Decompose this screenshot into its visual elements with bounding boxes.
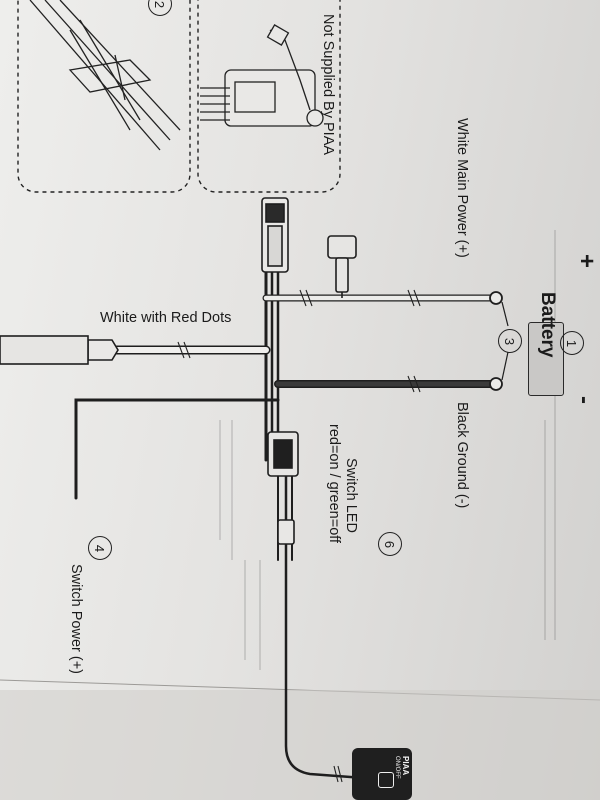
- callout-battery: 1: [560, 331, 584, 355]
- break-marks: [177, 289, 421, 783]
- ring-terminal-power: [489, 291, 503, 305]
- label-switch-led-colors: red=on / green=off: [326, 424, 342, 544]
- callout-leaders: [501, 301, 509, 381]
- zip-tie-drawing: [29, 0, 181, 151]
- inset-zip-tie-panel: [17, 0, 191, 193]
- switch-button: [378, 772, 394, 788]
- switch-onoff-text: ON/OFF: [394, 756, 400, 779]
- wire-sheath: [0, 335, 119, 365]
- label-black-ground: Black Ground (-): [454, 402, 470, 509]
- battery-label: Battery: [537, 292, 558, 358]
- plus-sign: +: [573, 254, 600, 269]
- page-shadow: [0, 690, 600, 800]
- relay-bolt-drawing: [200, 24, 324, 127]
- ring-terminal-ground: [489, 377, 503, 391]
- callout-terminals: 3: [498, 329, 522, 353]
- fuse-holder: [327, 235, 357, 298]
- switch-brand-text: PIAA: [401, 756, 410, 776]
- callout-switch-led: 6: [378, 532, 402, 556]
- label-white-red-dots: White with Red Dots: [100, 310, 232, 326]
- inline-connector: [267, 431, 299, 545]
- label-not-supplied: Not Supplied By PIAA: [320, 14, 336, 156]
- label-white-main-power: White Main Power (+): [454, 118, 470, 258]
- minus-sign: -: [571, 396, 598, 404]
- battery-block: [528, 322, 564, 396]
- label-switch-led: Switch LED: [343, 458, 359, 533]
- relay-connector: [261, 197, 289, 273]
- piaa-switch: [352, 748, 412, 800]
- callout-switch-power: 4: [88, 536, 112, 560]
- inset-ground-bolt-panel: [197, 0, 341, 193]
- label-switch-power: Switch Power (+): [68, 564, 84, 674]
- ring-terminals: [489, 291, 503, 391]
